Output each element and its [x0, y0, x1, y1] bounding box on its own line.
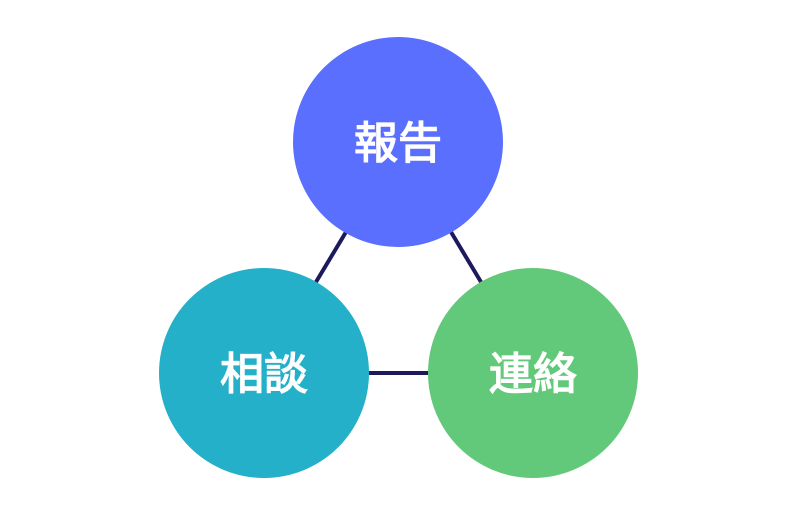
edge-top-left [314, 230, 348, 284]
node-left-label: 相談 [220, 349, 308, 400]
node-left-circle [159, 268, 369, 478]
node-top-circle [293, 37, 503, 247]
node-right-label: 連絡 [489, 349, 578, 400]
node-top-label: 報告 [354, 118, 442, 169]
edge-top-right [449, 230, 483, 284]
node-right-circle [428, 268, 638, 478]
